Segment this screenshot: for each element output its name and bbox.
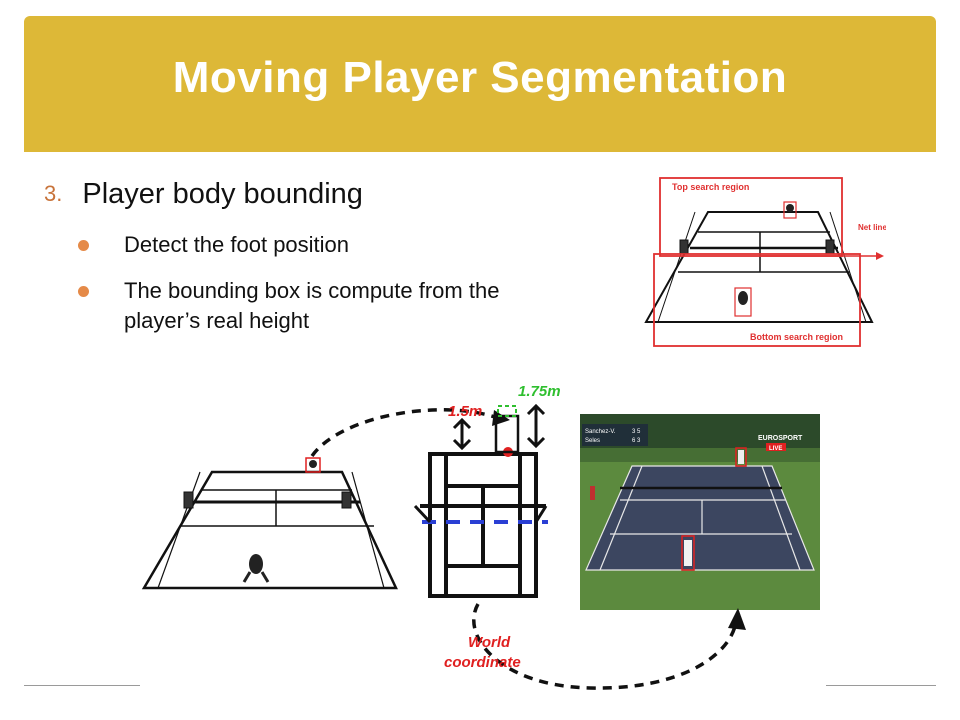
height-175-arrow-icon bbox=[526, 403, 546, 449]
bottom-player-box bbox=[734, 287, 752, 317]
bullet-list: Detect the foot position The bounding bo… bbox=[76, 230, 566, 352]
bullet-text: Detect the foot position bbox=[124, 232, 350, 257]
ballperson-icon bbox=[590, 486, 595, 500]
broadcast-bottom-player-box bbox=[681, 535, 695, 571]
far-player-box bbox=[305, 457, 321, 473]
bullet-dot bbox=[78, 286, 89, 297]
height-175-label: 1.75m bbox=[518, 383, 561, 400]
world-label-line-2: coordinate bbox=[444, 654, 521, 671]
section-heading: 3. Player body bounding bbox=[44, 178, 363, 211]
search-region-figure: Top search region Net line Bottom search… bbox=[644, 177, 886, 347]
net-posts bbox=[413, 504, 548, 524]
slide-title: Moving Player Segmentation bbox=[172, 53, 788, 102]
court-diagram bbox=[420, 452, 546, 598]
bottom-player-icon bbox=[738, 291, 748, 305]
heading-text: Player body bounding bbox=[82, 178, 363, 210]
top-player-icon bbox=[786, 204, 794, 212]
net-line-label: Net line bbox=[858, 223, 886, 232]
projection-arc-bottom bbox=[472, 603, 738, 690]
arc-top-arrow-icon bbox=[492, 410, 510, 426]
left-court-drawing bbox=[141, 470, 398, 590]
near-player-legs bbox=[242, 571, 270, 583]
top-search-label: Top search region bbox=[672, 182, 749, 192]
broadcast-bottom-player bbox=[684, 540, 692, 566]
broadcast-frame: Sanchez-V. Seles 3 5 6 3 EUROSPORT LIVE bbox=[580, 414, 820, 610]
bullet-dot bbox=[78, 240, 89, 251]
live-badge bbox=[766, 443, 786, 451]
projection-arc-top bbox=[310, 408, 499, 458]
broadcast-top-player bbox=[738, 450, 744, 464]
broadcast-top-player-box bbox=[735, 447, 747, 467]
far-player-icon bbox=[309, 460, 317, 468]
court-drawing bbox=[644, 211, 874, 323]
broadcaster-logo: EUROSPORT bbox=[758, 435, 803, 442]
scoreboard bbox=[582, 424, 648, 446]
top-player-box bbox=[783, 201, 797, 219]
heading-number: 3. bbox=[44, 181, 63, 206]
bullet-text: The bounding box is compute from the pla… bbox=[124, 278, 500, 333]
scoreboard-player-1: Sanchez-V. bbox=[585, 429, 616, 435]
bullet-item: The bounding box is compute from the pla… bbox=[76, 276, 566, 336]
player-extra-height-box bbox=[497, 405, 517, 417]
scoreboard-score-1: 3 5 bbox=[632, 429, 641, 435]
arc-bottom-arrow-icon bbox=[728, 608, 746, 630]
height-15-arrow-icon bbox=[452, 417, 472, 451]
live-badge-text: LIVE bbox=[769, 446, 782, 452]
bottom-search-region-box bbox=[653, 253, 861, 347]
bottom-search-label: Bottom search region bbox=[750, 332, 843, 342]
net-arrow-icon bbox=[876, 252, 884, 260]
world-label-line-1: World bbox=[468, 634, 511, 651]
footer-rule-right bbox=[826, 685, 936, 686]
scoreboard-player-2: Seles bbox=[585, 438, 600, 444]
bullet-item: Detect the foot position bbox=[76, 230, 566, 260]
world-coordinate-figure: 1.5m 1.75m Sanchez-V. Seles 3 5 6 3 EURO… bbox=[141, 383, 820, 690]
footer-rule-left bbox=[24, 685, 140, 686]
top-search-region-box bbox=[659, 177, 843, 257]
near-player-icon bbox=[249, 554, 263, 574]
title-band: Moving Player Segmentation bbox=[24, 16, 936, 152]
height-15-label: 1.5m bbox=[448, 403, 482, 420]
scoreboard-score-2: 6 3 bbox=[632, 438, 641, 444]
